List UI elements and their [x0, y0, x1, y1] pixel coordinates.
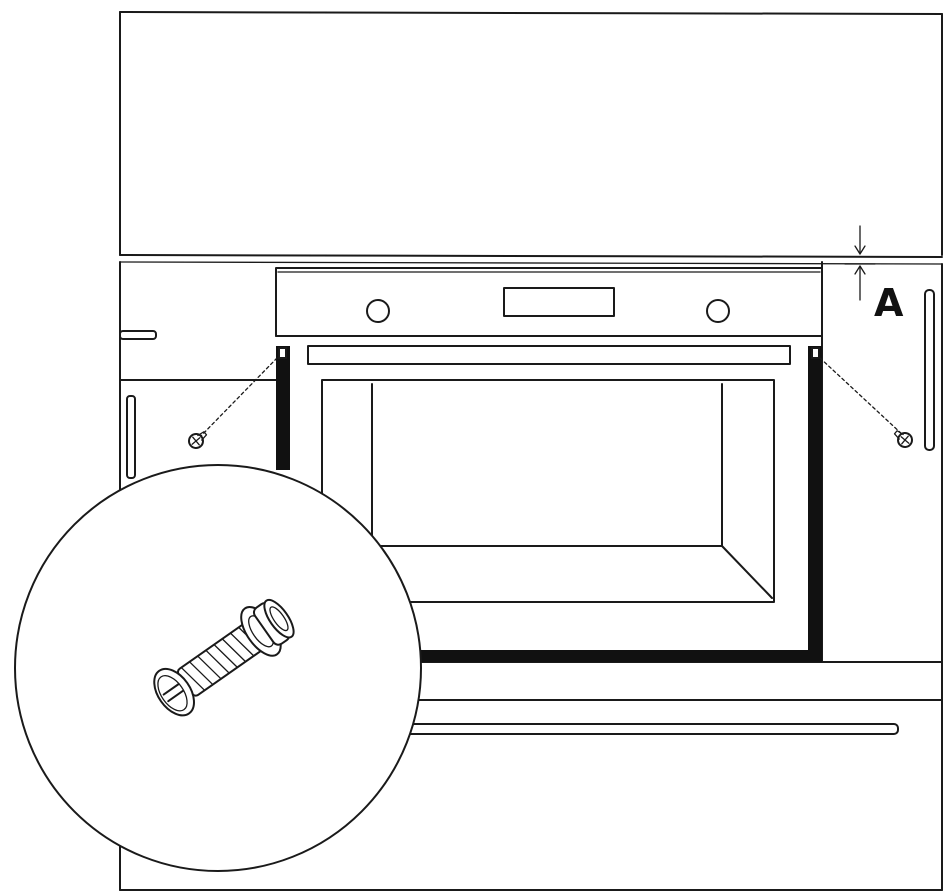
right-cabinet-handle: [924, 289, 935, 451]
oven-left-trim: [276, 346, 290, 470]
screw-icon: [188, 431, 208, 449]
oven-control-panel: [275, 267, 823, 337]
oven-right-trim: [808, 346, 822, 662]
oven-door-handle: [307, 345, 791, 365]
drawer-handle: [399, 723, 899, 735]
oven-door-window-frame: [321, 379, 775, 603]
gap-label: A: [874, 281, 904, 325]
upper-cabinet: [119, 11, 943, 265]
screw-leaders: [196, 357, 905, 441]
screw-detail-magnifier: [14, 464, 422, 872]
gap-dimension: A: [844, 225, 904, 325]
left-cabinet-handle-vertical: [126, 395, 136, 479]
right-screw-hole: [811, 347, 820, 359]
oven-display: [503, 287, 615, 317]
left-cabinet-handle-horizontal: [119, 330, 157, 340]
oven: [275, 267, 823, 662]
oven-cavity-back: [371, 383, 723, 547]
left-screw-hole: [278, 347, 287, 359]
right-cabinet: [821, 261, 943, 891]
right-knob: [706, 299, 730, 323]
oven-bottom-trim: [410, 650, 822, 662]
left-knob: [366, 299, 390, 323]
screw-detail-icon: [153, 598, 295, 717]
screw-icon: [893, 430, 913, 448]
